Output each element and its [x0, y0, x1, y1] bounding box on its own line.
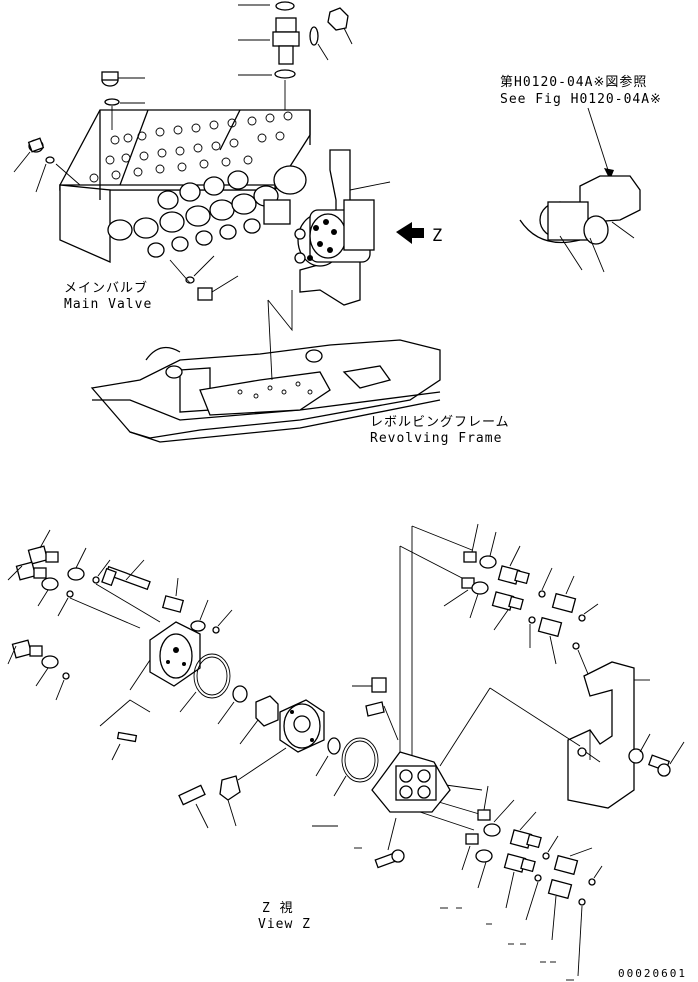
drawing-number: 00020601	[618, 967, 687, 980]
revolving-frame-label-en: Revolving Frame	[370, 431, 503, 446]
main-valve-label-en: Main Valve	[64, 297, 153, 312]
check-valve-body	[99, 621, 279, 761]
reference-detail-fitting	[519, 107, 641, 273]
orifice-body	[178, 699, 379, 829]
bolt-and-fittings	[101, 559, 233, 634]
reference-label-ja: 第H0120-04A※図参照	[500, 75, 648, 90]
revolving-frame	[90, 290, 441, 443]
solenoid-manifold	[312, 525, 491, 869]
main-valve-label-ja: メインバルブ	[64, 281, 149, 296]
mounting-bracket	[489, 661, 685, 809]
valve-side-plugs	[13, 137, 239, 301]
solenoid-valve-assembly	[294, 149, 424, 306]
reference-label-en: See Fig H0120-04A※	[500, 92, 662, 107]
upper-right-fittings	[443, 523, 599, 675]
left-fittings-group	[7, 529, 161, 701]
view-z-label-ja: Z 視	[262, 901, 294, 916]
view-z-label-en: View Z	[258, 917, 311, 932]
valve-top-fitting	[101, 1, 353, 130]
view-arrow-label: Z	[432, 226, 444, 246]
revolving-frame-label-ja: レボルビングフレーム	[370, 415, 510, 430]
lower-right-fittings	[440, 785, 603, 981]
main-valve-body	[59, 109, 311, 263]
